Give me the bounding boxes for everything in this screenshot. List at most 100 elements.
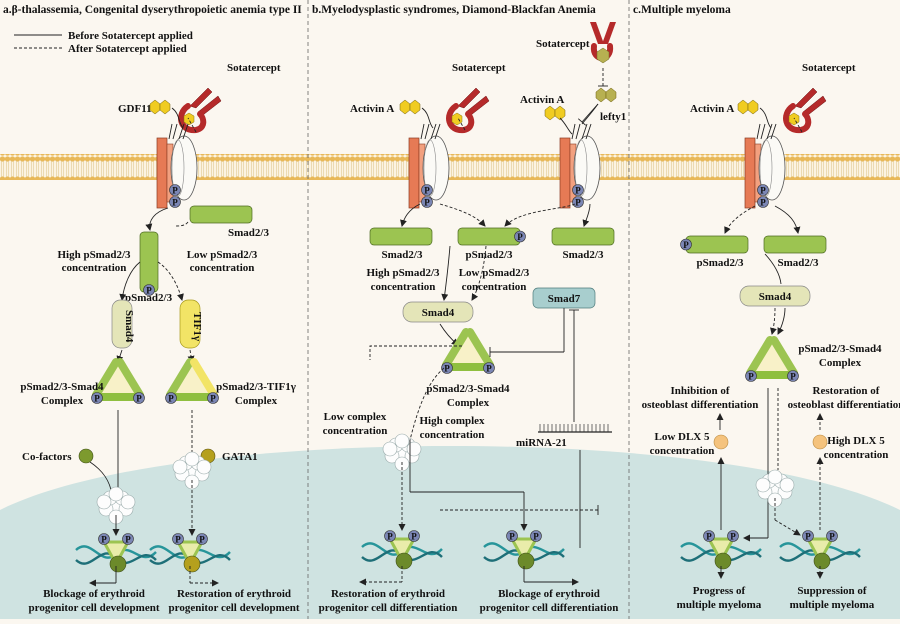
smad23-right xyxy=(763,235,827,254)
svg-text:P: P xyxy=(172,198,178,208)
high-complex-label: High complex xyxy=(419,415,485,427)
phosphate-group: P xyxy=(133,392,145,404)
activin-a-icon xyxy=(399,99,421,115)
sotatercept-molecule xyxy=(446,87,490,134)
outcome-b1: Restoration of erythroid xyxy=(331,588,445,600)
smad4-protein xyxy=(111,299,133,349)
svg-text:P: P xyxy=(387,532,393,542)
smad23-label: Smad2/3 xyxy=(228,227,269,239)
complex1-label-2: Complex xyxy=(41,395,84,407)
smad4-label: Smad4 xyxy=(123,310,135,343)
dlx5-high-icon xyxy=(812,434,828,450)
svg-text:P: P xyxy=(210,394,216,404)
svg-text:P: P xyxy=(94,394,100,404)
activin-a2-label: Activin A xyxy=(520,94,564,106)
complex-label-2: Complex xyxy=(447,397,490,409)
svg-text:P: P xyxy=(444,364,450,374)
outcome-b2-2: progenitor cell differentiation xyxy=(480,602,619,614)
outcome-a2: Restoration of erythroid xyxy=(177,588,291,600)
svg-text:P: P xyxy=(730,532,736,542)
receptor-complex: PP xyxy=(559,123,601,209)
nuclear-pore xyxy=(172,451,212,490)
outcome-a2-2: progenitor cell development xyxy=(169,602,300,614)
phosphate-group: P xyxy=(757,184,769,196)
psmad23-label: pSmad2/3 xyxy=(125,292,173,304)
complex-label-2: Complex xyxy=(819,357,862,369)
svg-text:P: P xyxy=(175,535,181,545)
smad23-left xyxy=(369,227,433,246)
smad23-right xyxy=(551,227,615,246)
activin-a-label: Activin A xyxy=(690,103,734,115)
cofactor-icon xyxy=(78,448,94,464)
smad7-label: Smad7 xyxy=(548,293,581,305)
svg-text:P: P xyxy=(575,186,581,196)
psmad23-center: P xyxy=(457,227,526,246)
svg-text:P: P xyxy=(790,372,796,382)
phosphate-group: P xyxy=(384,530,396,542)
smad23-label: Smad2/3 xyxy=(778,257,819,269)
gdf11-icon xyxy=(149,99,171,115)
psmad23-left: P xyxy=(680,235,749,254)
smad4-label: Smad4 xyxy=(422,307,455,319)
phosphate-group: P xyxy=(745,370,757,382)
tif1-label: TIF1γ xyxy=(191,312,203,341)
low-complex-label-2: concentration xyxy=(323,425,388,437)
restoration-label-2: osteoblast differentiation xyxy=(788,399,900,411)
sotatercept-label: Sotatercept xyxy=(227,62,281,74)
inhibition-label: Inhibition of xyxy=(671,385,730,397)
nuclear-pore xyxy=(382,433,422,472)
phosphate-group: P xyxy=(165,392,177,404)
phosphate-group: P xyxy=(421,184,433,196)
low-psmad-label-2: concentration xyxy=(190,262,255,274)
panel-b-title: b.Myelodysplastic syndromes, Diamond-Bla… xyxy=(312,4,596,16)
high-complex-label-2: concentration xyxy=(420,429,485,441)
high-psmad-label-2: concentration xyxy=(62,262,127,274)
svg-text:P: P xyxy=(805,532,811,542)
sotatercept-label: Sotatercept xyxy=(802,62,856,74)
legend-before: Before Sotatercept applied xyxy=(68,30,193,42)
lefty1-icon xyxy=(595,87,617,103)
phosphate-group: P xyxy=(421,196,433,208)
svg-text:P: P xyxy=(683,240,689,250)
smad7-protein: Smad7 xyxy=(532,287,596,309)
activin-a-label: Activin A xyxy=(350,103,394,115)
phosphate-group: P xyxy=(802,530,814,542)
outcome-c2: Suppression of xyxy=(797,585,867,597)
inhibition-label-2: osteoblast differentiation xyxy=(642,399,759,411)
outcome-b1-2: progenitor cell differentiation xyxy=(319,602,458,614)
gata1-label: GATA1 xyxy=(222,451,258,463)
outcome-a1-2: progenitor cell development xyxy=(29,602,160,614)
phosphate-group: P xyxy=(169,196,181,208)
svg-text:P: P xyxy=(748,372,754,382)
low-psmad-label-2: concentration xyxy=(462,281,527,293)
mirna-21 xyxy=(538,424,612,433)
outcome-c1-2: multiple myeloma xyxy=(677,599,762,611)
phosphate-group: P xyxy=(787,370,799,382)
phosphate-group: P xyxy=(703,530,715,542)
phosphate-group: P xyxy=(680,238,692,251)
phosphate-group: P xyxy=(572,184,584,196)
psmad23-center-label: pSmad2/3 xyxy=(465,249,513,261)
nucleus xyxy=(0,446,900,619)
panel-c-title: c.Multiple myeloma xyxy=(633,4,731,16)
phosphate-group: P xyxy=(572,196,584,208)
phosphate-group: P xyxy=(483,362,495,374)
phosphate-group: P xyxy=(530,530,542,542)
sotatercept-top-label: Sotatercept xyxy=(536,38,590,50)
phosphate-group: P xyxy=(196,533,208,545)
low-dlx5-label-2: concentration xyxy=(650,445,715,457)
smad23-right-label: Smad2/3 xyxy=(563,249,604,261)
mirna-21-label: miRNA-21 xyxy=(516,437,567,449)
outcome-b2: Blockage of erythroid xyxy=(498,588,600,600)
phosphate-group: P xyxy=(98,533,110,545)
smad23-left-label: Smad2/3 xyxy=(382,249,423,261)
